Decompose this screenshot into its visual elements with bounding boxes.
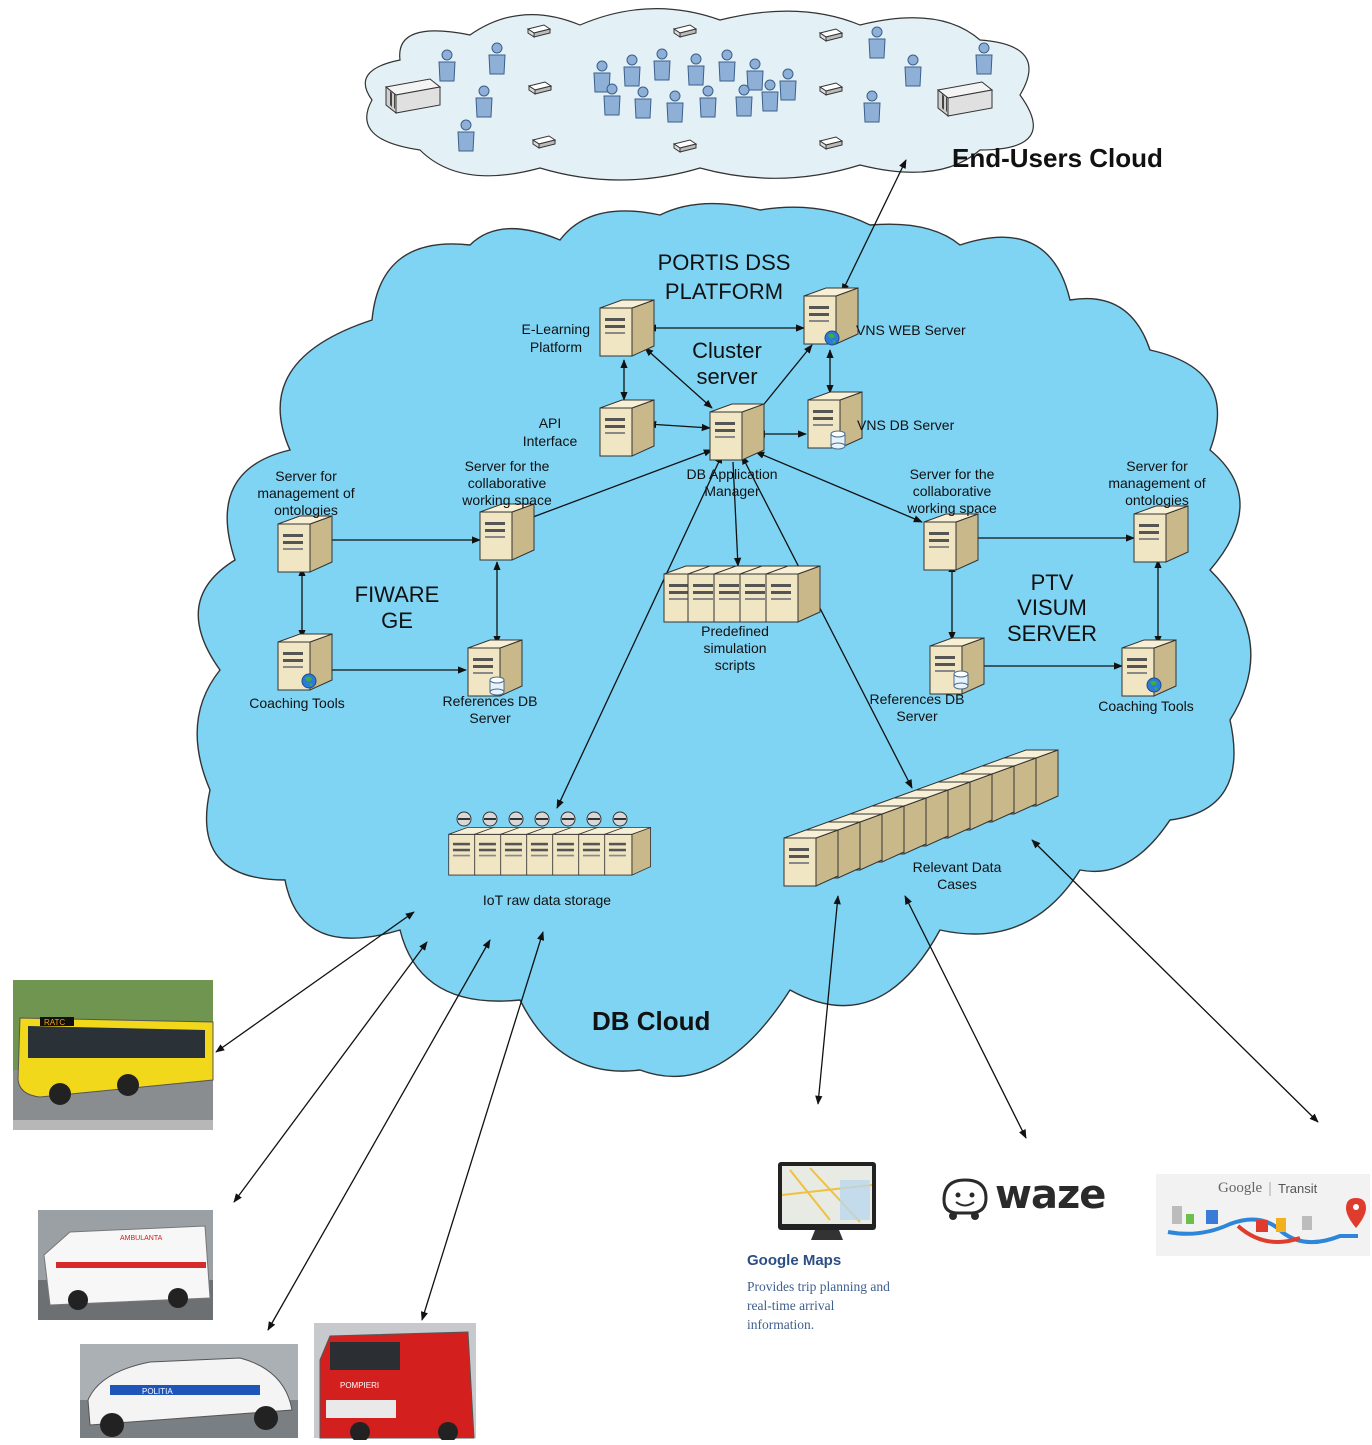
predef-label-line2: simulation	[703, 640, 766, 656]
right-refdb-label-line2: Server	[896, 708, 938, 724]
edge-dbapp-relevant	[741, 455, 913, 789]
google-transit-label: Transit	[1278, 1181, 1318, 1196]
ambulance-text: AMBULANTA	[120, 1235, 163, 1242]
right-coaching-globe-icon	[1146, 677, 1162, 693]
edge-police-iot	[267, 939, 491, 1331]
right-collab-server	[923, 513, 979, 571]
google-transit-banner	[1156, 1174, 1370, 1256]
ambulance-photo: AMBULANTA	[38, 1210, 213, 1320]
right-onto-label-line3: ontologies	[1125, 492, 1189, 508]
relevant-label-line2: Cases	[937, 876, 977, 892]
edge-elearning-dbapp	[644, 347, 713, 409]
elearning-label-line1: E-Learning	[522, 321, 591, 337]
api-server	[599, 399, 655, 457]
elearning-server	[599, 299, 655, 357]
edge-dbapp-iot	[556, 454, 723, 809]
left-collab-server	[479, 503, 535, 561]
right-onto-label-line1: Server for	[1126, 458, 1188, 474]
ptv-title-line1: PTV	[1031, 570, 1074, 595]
google-maps-title[interactable]: Google Maps	[747, 1252, 842, 1269]
left-onto-label-line2: management of	[257, 485, 354, 501]
db-app-label-line2: Manager	[704, 483, 760, 499]
end-users-cloud-title: End-Users Cloud	[952, 143, 1163, 173]
db-cloud-title: DB Cloud	[592, 1006, 710, 1036]
predef-label-line1: Predefined	[701, 623, 769, 639]
police-text: POLITIA	[142, 1387, 173, 1396]
vns-db-cylinder-icon	[830, 430, 846, 450]
left-coach-label: Coaching Tools	[249, 695, 344, 711]
vns-db-label: VNS DB Server	[857, 417, 955, 433]
left-coaching-globe-icon	[301, 673, 317, 689]
edge-vnsweb-dbapp	[755, 344, 813, 415]
edge-vnsweb-endusers	[841, 159, 907, 293]
bus-photo: RATC	[13, 980, 214, 1130]
left-collab-label-line1: Server for the	[465, 458, 550, 474]
left-refdb-label-line1: References DB	[443, 693, 538, 709]
relevant-label-line1: Relevant Data	[913, 859, 1002, 875]
fiware-title-line1: FIWARE	[355, 582, 440, 607]
waze-logo-icon	[942, 1178, 988, 1220]
right-coach-label: Coaching Tools	[1098, 698, 1193, 714]
right-ontologies-server	[1133, 505, 1189, 563]
right-collab-label-line1: Server for the	[910, 466, 995, 482]
api-label-line2: Interface	[523, 433, 578, 449]
edge-googlemaps-relevant	[815, 895, 841, 1105]
fire-truck-photo: POMPIERI	[314, 1323, 476, 1442]
edge-api-dbapp	[647, 420, 711, 432]
elearning-label-line2: Platform	[530, 339, 582, 355]
police-photo: POLITIA	[80, 1344, 298, 1438]
left-onto-label-line3: ontologies	[274, 502, 338, 518]
left-collab-label-line2: collaborative	[468, 475, 547, 491]
ptv-title-line3: SERVER	[1007, 621, 1097, 646]
db-app-label-line1: DB Application	[686, 466, 777, 482]
edge-dbapp-predef	[732, 461, 742, 567]
bus-sign: RATC	[44, 1018, 65, 1027]
end-users-cloud-shape	[364, 8, 1034, 181]
predefined-scripts-servers	[663, 565, 821, 623]
connectors	[215, 159, 1319, 1331]
cluster-title-line2: server	[696, 364, 757, 389]
iot-label: IoT raw data storage	[483, 892, 611, 908]
edge-ambulance-iot	[233, 941, 428, 1203]
google-maps-monitor	[778, 1162, 876, 1240]
edge-transit-relevant	[1031, 839, 1319, 1123]
left-refdb-label-line2: Server	[469, 710, 511, 726]
right-onto-label-line2: management of	[1108, 475, 1205, 491]
right-collab-label-line3: working space	[906, 500, 997, 516]
predef-label-line3: scripts	[715, 657, 755, 673]
platform-title-line1: PORTIS DSS	[658, 250, 791, 275]
fiware-title-line2: GE	[381, 608, 413, 633]
db-application-manager-server	[709, 403, 765, 461]
fire-text: POMPIERI	[340, 1381, 379, 1390]
right-refdb-label-line1: References DB	[870, 691, 965, 707]
vns-web-label: VNS WEB Server	[856, 322, 966, 338]
left-onto-label-line1: Server for	[275, 468, 337, 484]
right-collab-label-line2: collaborative	[913, 483, 992, 499]
edge-bus-iot	[215, 911, 415, 1053]
left-ontologies-server	[277, 515, 333, 573]
waze-wordmark: waze	[995, 1172, 1106, 1218]
google-maps-description: Provides trip planning and real-time arr…	[747, 1279, 890, 1332]
right-refdb-cylinder-icon	[953, 670, 969, 690]
google-transit-google-wordmark: Google	[1218, 1180, 1263, 1196]
edge-fire-iot	[420, 931, 545, 1321]
platform-title-line2: PLATFORM	[665, 279, 783, 304]
left-collab-label-line3: working space	[461, 492, 552, 508]
api-label-line1: API	[539, 415, 562, 431]
edge-waze-relevant	[904, 895, 1027, 1139]
cluster-title-line1: Cluster	[692, 338, 762, 363]
ptv-title-line2: VISUM	[1017, 595, 1087, 620]
vns-web-globe-icon	[824, 330, 840, 346]
